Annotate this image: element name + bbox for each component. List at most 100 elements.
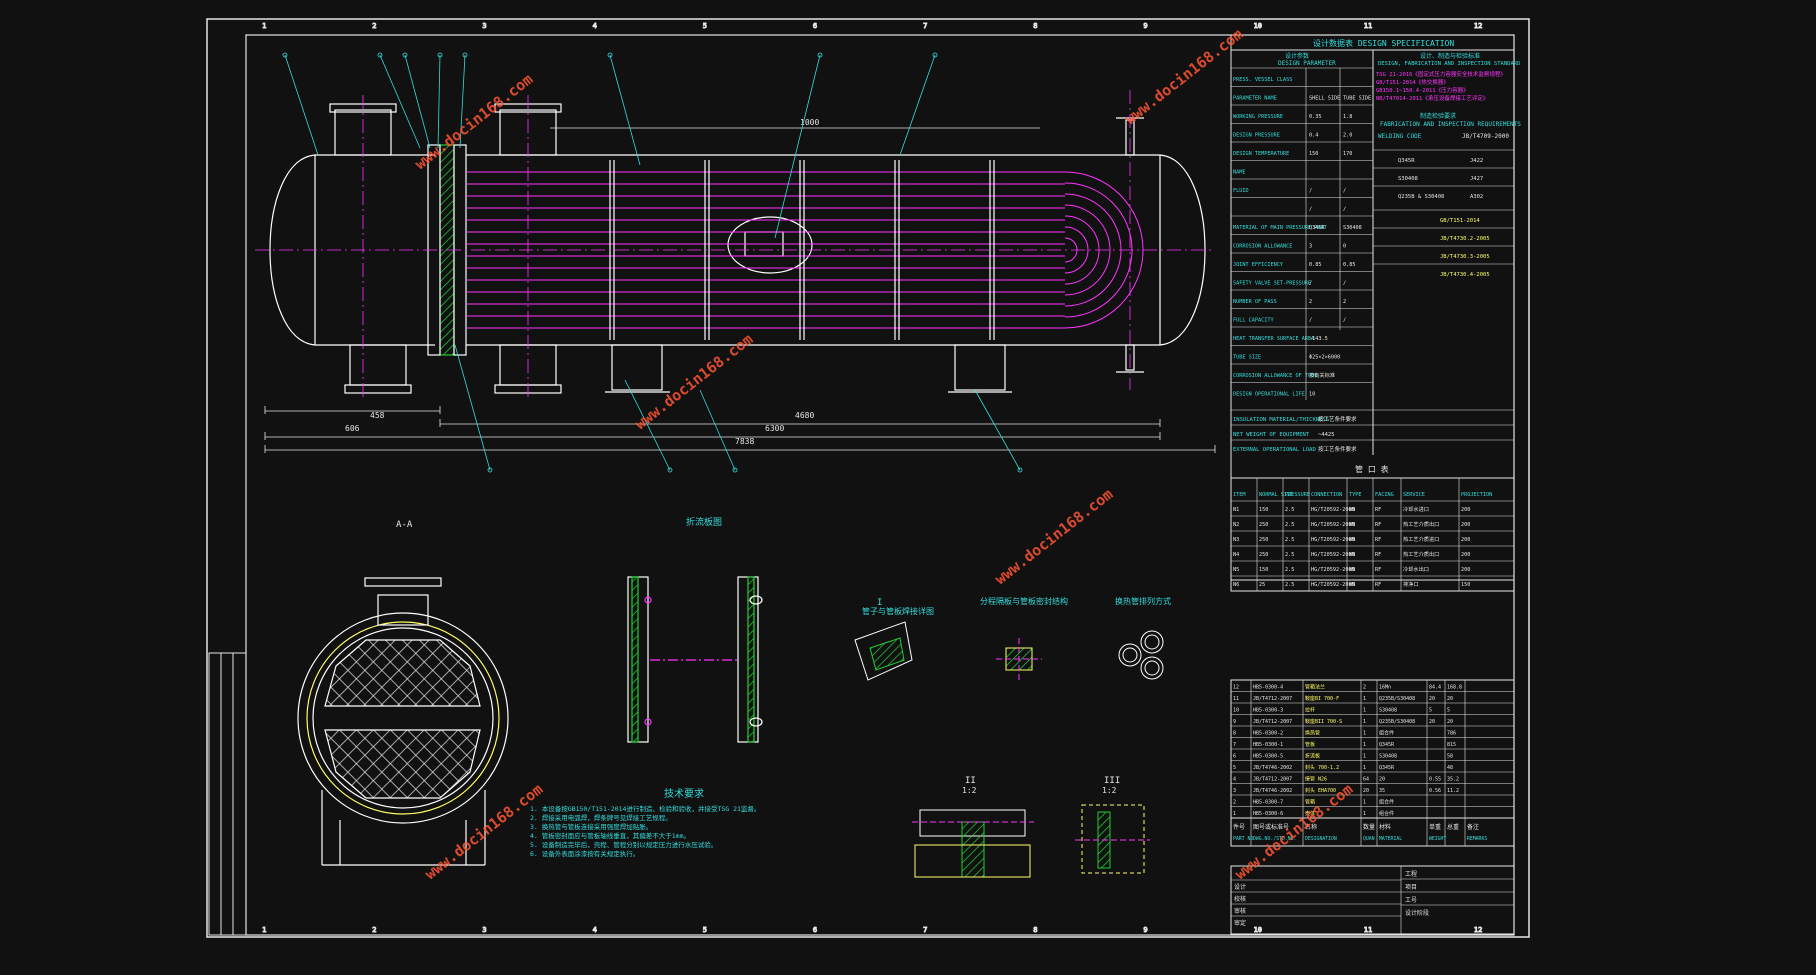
parts-cell: Q235B/S30408 — [1379, 719, 1415, 725]
nozzle-cell: 2.5 — [1285, 552, 1294, 558]
grid-col-bottom-5: 5 — [703, 926, 707, 934]
dim-tubes: 4680 — [795, 411, 814, 420]
spec-param-tube: / — [1343, 281, 1346, 287]
nozzle-cell: 150 — [1259, 567, 1268, 573]
spec-right-head-en: DESIGN, FABRICATION AND INSPECTION STAND… — [1378, 61, 1520, 67]
parts-cell: Q345R — [1379, 765, 1395, 771]
parts-cell: 168.8 — [1447, 685, 1462, 691]
spec-param-label: CORROSION ALLOWANCE — [1233, 244, 1292, 250]
nozzle-cell: N5 — [1233, 567, 1239, 573]
spec-param-shell: 2 — [1309, 299, 1312, 305]
bottom-row-value: 按工艺条件要求 — [1318, 445, 1357, 453]
nozzle-cell: 2.5 — [1285, 582, 1294, 588]
parts-cell: 20 — [1429, 696, 1435, 702]
spec-std-line: TSG 21-2016《固定式压力容器安全技术监察规程》 — [1376, 70, 1506, 78]
spec-param-shell: 3 — [1309, 244, 1312, 250]
leader — [899, 54, 936, 156]
leader — [437, 54, 441, 149]
parts-cell: 815 — [1447, 742, 1456, 748]
baffle-view — [627, 576, 763, 743]
spec-bottom-rows: INSULATION MATERIAL/THICKNESS按工艺条件要求NET … — [1231, 409, 1514, 453]
parts-header-cn: 总重 — [1447, 823, 1459, 831]
spec-param-label: NUMBER OF PASS — [1233, 299, 1277, 305]
parts-cell: 10 — [1233, 708, 1239, 714]
nozzle-cell: N6 — [1233, 582, 1239, 588]
parts-cell: 组合件 — [1379, 799, 1394, 806]
insp-value: JB/T4730.2-2005 — [1440, 236, 1490, 242]
parts-header-en: PART NO — [1233, 836, 1253, 842]
title-row-label: 工程 — [1405, 870, 1417, 878]
leader-bubble — [282, 52, 288, 58]
parts-cell: 封头 EHA700 — [1305, 787, 1336, 794]
parts-cell: 12 — [1233, 685, 1239, 691]
grid-col-top-11: 11 — [1364, 22, 1372, 30]
weld-b: A302 — [1470, 194, 1483, 200]
u-bend — [1064, 226, 1089, 274]
grid-col-top-2: 2 — [372, 22, 376, 30]
bottom-row-value: 按工艺条件要求 — [1318, 415, 1357, 423]
grid-col-bottom-4: 4 — [593, 926, 597, 934]
grid-col-bottom-9: 9 — [1143, 926, 1147, 934]
spec-param-label: DESIGN PRESSURE — [1233, 133, 1280, 139]
parts-cell: 1 — [1363, 708, 1366, 714]
parts-cell: JB/T4712-2007 — [1253, 696, 1292, 702]
nozzle-cell: 150 — [1259, 507, 1268, 513]
parts-cell: 换热管 — [1305, 730, 1320, 737]
tube-layout-title: 换热管排列方式 — [1115, 596, 1171, 606]
spec-param-shell: Φ25×2×6000 — [1309, 355, 1340, 361]
detail-iii-label: III — [1104, 776, 1120, 786]
spec-param-label: SAFETY VALVE SET-PRESSURE — [1233, 281, 1311, 287]
spec-param-shell: SHELL SIDE — [1309, 96, 1340, 102]
tube-layout-view — [1118, 630, 1164, 680]
parts-cell: 20 — [1363, 788, 1369, 794]
spec-param-label: JOINT EFFICIENCY — [1233, 262, 1284, 268]
nozzle-cell: 排净口 — [1403, 580, 1419, 588]
leader-bubble — [437, 52, 443, 58]
parts-cell: 1 — [1363, 800, 1366, 806]
spec-param-shell: / — [1309, 207, 1312, 213]
grid-col-bottom-1: 1 — [262, 926, 266, 934]
detail-i-label: I — [877, 598, 882, 608]
grid-col-top-3: 3 — [482, 22, 486, 30]
parts-cell: 84.4 — [1429, 685, 1441, 691]
nozzle-cell: 2.5 — [1285, 507, 1294, 513]
weld-a: Q345R — [1398, 158, 1415, 164]
parts-cell: 2 — [1233, 800, 1236, 806]
parts-cell: 1 — [1363, 696, 1366, 702]
watermarks: www.docin168.comwww.docin168.comwww.doci… — [411, 25, 1356, 883]
nozzle-cell: WN — [1349, 552, 1355, 558]
nozzle-cell: RF — [1375, 537, 1381, 543]
spec-fab-head-en: FABRICATION AND INSPECTION REQUIREMENTS — [1380, 121, 1521, 128]
nozzle-header: TYPE — [1349, 492, 1362, 498]
spec-param-tube: / — [1343, 188, 1346, 194]
parts-cell: 管板 — [1305, 741, 1315, 748]
section-aa-view — [297, 577, 509, 866]
parts-cell: JB/T4712-2007 — [1253, 777, 1292, 783]
spec-param-tube: 170 — [1343, 151, 1352, 157]
nozzle-cell: WN — [1349, 567, 1355, 573]
leader-bubble — [607, 52, 613, 58]
leader-bubble — [402, 52, 408, 58]
nozzle-cell: 热工艺介质出口 — [1403, 520, 1439, 528]
leader-bubble — [932, 52, 938, 58]
spec-std-line: NB/T47014-2011《承压设备焊接工艺评定》 — [1376, 94, 1488, 102]
spec-param-shell: 150 — [1309, 151, 1318, 157]
leader — [379, 54, 421, 149]
nozzle-cell: N3 — [1233, 537, 1239, 543]
parts-cell: 1 — [1363, 719, 1366, 725]
tech-line: 3. 换热管与管板连接采用强度焊加贴胀。 — [530, 822, 652, 831]
dimension-labels: 7838 6300 4680 606 458 1000 — [345, 118, 819, 446]
nozzle-header: PROJECTION — [1461, 492, 1492, 498]
grid-col-top-9: 9 — [1143, 22, 1147, 30]
parts-cell: 7 — [1233, 742, 1236, 748]
grid-col-top-8: 8 — [1033, 22, 1037, 30]
nozzle-cell: WN — [1349, 582, 1355, 588]
parts-cell: 2 — [1363, 685, 1366, 691]
tube-bundle — [466, 171, 1144, 329]
